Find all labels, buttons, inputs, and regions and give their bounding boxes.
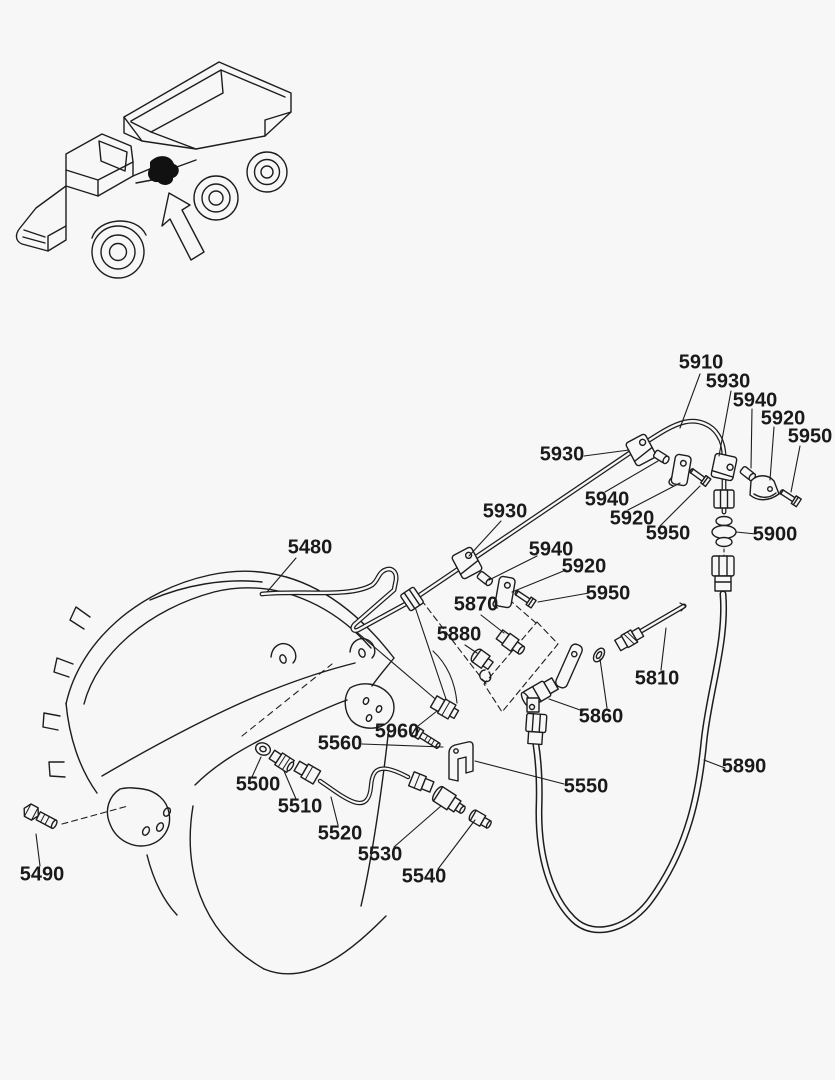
hose-fitting-top — [711, 555, 735, 592]
ring-nut-5860 — [592, 647, 606, 663]
clamp-bolt-5950-c — [779, 489, 802, 508]
fitting-5870 — [495, 629, 526, 655]
bolt-5490 — [23, 803, 58, 830]
elbow-fitting-5860 — [520, 677, 559, 713]
pipe-5520-nut-left — [293, 760, 322, 785]
clamp-bracket-5920-b — [668, 453, 692, 487]
brake-pipe-5810 — [636, 602, 687, 634]
fitting-5960 — [429, 695, 460, 720]
construction-lines — [61, 510, 725, 825]
location-arrow-icon — [161, 192, 205, 261]
clamp-bolt-5950-b — [689, 468, 712, 488]
cap-5880-tail — [479, 669, 492, 683]
pipe-union-nut — [400, 586, 424, 612]
location-marker-blob — [147, 156, 179, 185]
ferrule-5810 — [614, 626, 645, 652]
ring-5500 — [254, 742, 272, 756]
clamp-pin-5940-b — [652, 449, 670, 465]
fitting-5530 — [431, 785, 466, 814]
fitting-5540 — [468, 809, 492, 829]
clamp-bolt-5950-a — [514, 590, 537, 609]
bracket-plate-5860 — [555, 643, 583, 689]
clamp-saddle-5920-c — [749, 475, 780, 501]
clamp-pin-5940-a — [476, 570, 494, 587]
locator-truck — [15, 61, 292, 279]
clamp-bracket-5920-a — [492, 575, 516, 609]
pipe-end-nut — [713, 489, 735, 509]
clamp-block-5930-b — [625, 433, 657, 467]
leader-lines — [35, 373, 801, 870]
hose-fitting-bottom — [525, 712, 548, 746]
axle-housing — [42, 570, 395, 975]
cap-5880 — [470, 648, 494, 671]
clamp-block-5930-c — [710, 452, 738, 482]
fitting-5510 — [268, 749, 295, 774]
pipe-5520-nut-right — [407, 771, 435, 793]
bracket-5550 — [448, 741, 474, 782]
brake-pipe-5520 — [320, 769, 408, 803]
grommet-5900 — [711, 515, 737, 548]
